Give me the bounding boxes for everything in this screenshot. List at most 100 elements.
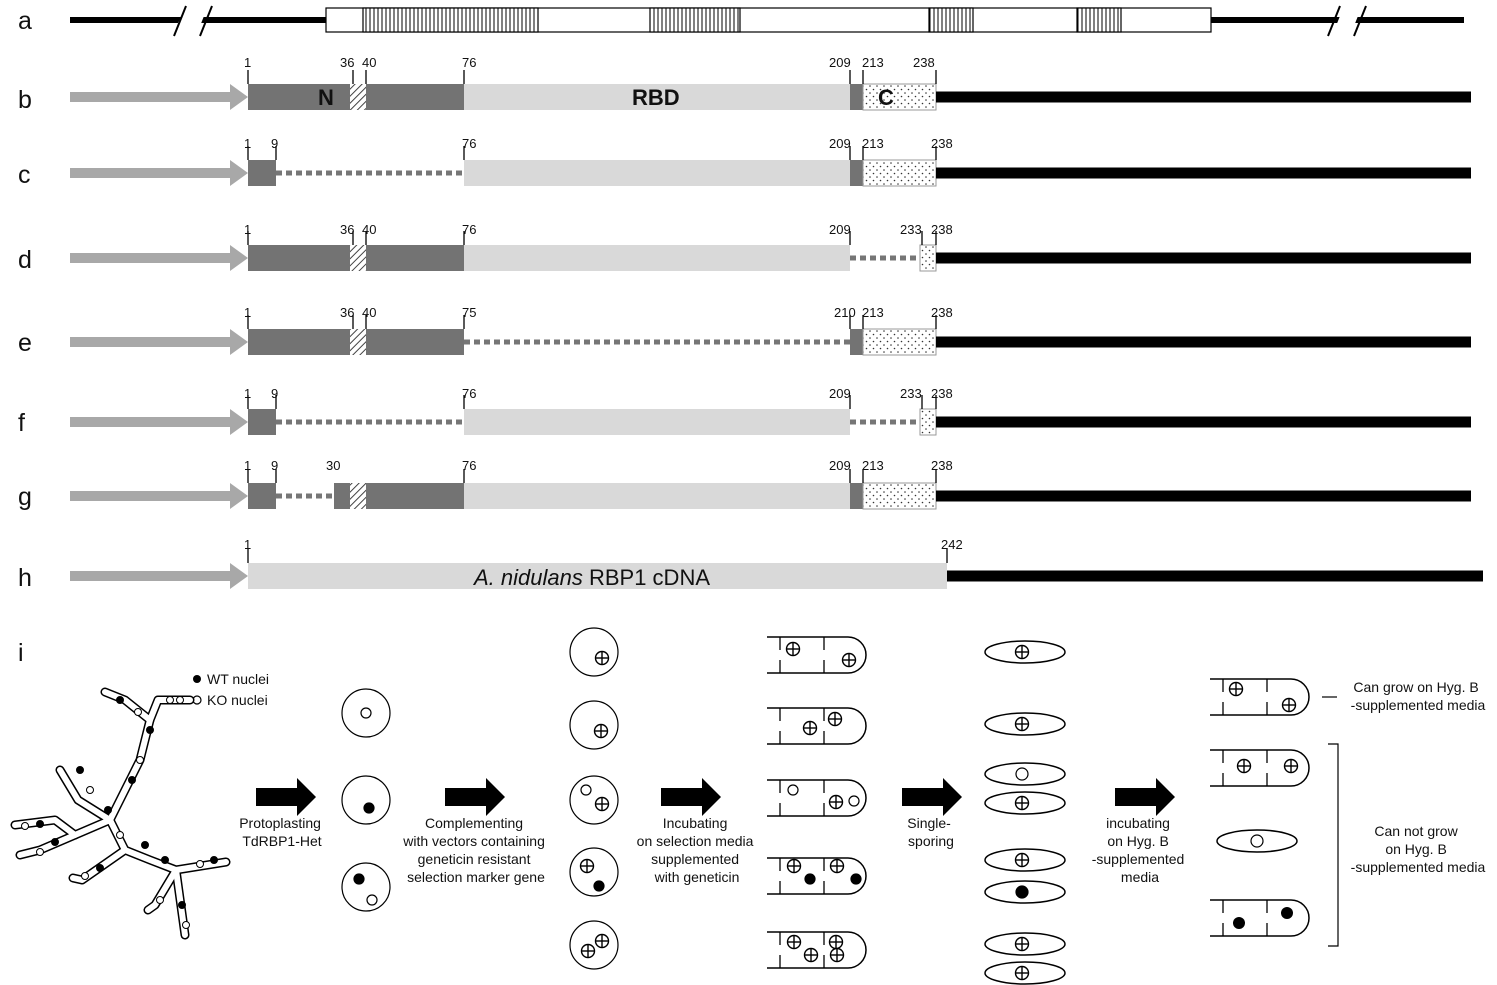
- arrow-incubating: [661, 778, 721, 816]
- tick-label: 209: [829, 136, 851, 151]
- panel-label-b: b: [18, 86, 32, 114]
- tick-label: 238: [913, 55, 935, 70]
- construct-c: 1 9 76 209 213 238: [70, 136, 1471, 187]
- linker-region: [850, 329, 863, 355]
- hyphae-inner: [12, 689, 229, 938]
- exon-4: [1076, 7, 1122, 33]
- complemented-nuclei: [579, 641, 1299, 981]
- tick-label: 76: [462, 458, 476, 473]
- hyphae-nuclei: [21, 696, 218, 929]
- cdna-label-species: A. nidulans: [472, 565, 583, 590]
- promoter-arrow: [70, 84, 248, 110]
- exon-3: [928, 7, 974, 33]
- step-single-sporing: Single- sporing: [907, 815, 954, 849]
- tick-label: 36: [340, 305, 354, 320]
- c-region: [862, 328, 937, 356]
- tick-label: 76: [462, 136, 476, 151]
- linker-region: [850, 160, 863, 186]
- wt-nucleus: [1233, 917, 1245, 929]
- hatched-motif: [350, 84, 366, 110]
- n-region: [248, 160, 276, 186]
- tick-label: 1: [244, 386, 251, 401]
- tick-label: 1: [244, 305, 251, 320]
- tick-label: 9: [271, 458, 278, 473]
- tick-label: 209: [829, 55, 851, 70]
- tick-label: 30: [326, 458, 340, 473]
- rbd-region: [464, 409, 850, 435]
- tick-label: 9: [271, 136, 278, 151]
- hyphal-nuclei-plain: [787, 784, 862, 885]
- tick-label: 213: [862, 136, 884, 151]
- step-complementing: Complementing with vectors containing ge…: [402, 815, 549, 885]
- gene-structure-a: [70, 5, 1464, 37]
- axis-break-right: [1327, 5, 1367, 37]
- hatched-motif: [350, 483, 366, 509]
- tick-label: 1: [244, 537, 251, 552]
- tick-label: 209: [829, 222, 851, 237]
- panel-label-f: f: [18, 409, 25, 437]
- promoter-arrow: [70, 245, 248, 271]
- panel-label-a: a: [18, 7, 32, 35]
- domain-label-n: N: [318, 85, 334, 110]
- hatched-motif: [350, 245, 366, 271]
- tick-label: 213: [862, 458, 884, 473]
- tick-label: 40: [362, 55, 376, 70]
- promoter-arrow: [70, 329, 248, 355]
- axis-break-left: [172, 5, 213, 37]
- tick-label: 40: [362, 305, 376, 320]
- tick-label: 76: [462, 222, 476, 237]
- tick-label: 1: [244, 458, 251, 473]
- cdna-region: [248, 563, 947, 589]
- linker-region: [850, 483, 863, 509]
- step-protoplasting: Protoplasting TdRBP1-Het: [239, 815, 325, 849]
- tick-label: 9: [271, 386, 278, 401]
- n-region: [248, 483, 276, 509]
- spore-nuclei-plain: [1015, 767, 1029, 899]
- tick-label: 36: [340, 55, 354, 70]
- tick-label: 233: [900, 222, 922, 237]
- domain-label-c: C: [878, 85, 894, 110]
- arrow-protoplasting: [256, 778, 316, 816]
- hatched-motif: [350, 329, 366, 355]
- tick-label: 75: [462, 305, 476, 320]
- panel-i: WT nuclei KO nuclei: [10, 627, 1486, 985]
- c-region: [862, 83, 937, 111]
- panel-label-i: i: [18, 639, 24, 667]
- tick-label: 238: [931, 136, 953, 151]
- step-incubating-geneticin: Incubating on selection media supplement…: [637, 815, 758, 885]
- panel-label-h: h: [18, 564, 32, 592]
- outcome-bracket: [1328, 743, 1339, 947]
- construct-h: 1 242 A. nidulans RBP1 cDNA: [70, 537, 1483, 590]
- hyphal-tips-column-2: [1210, 678, 1310, 937]
- protoplasts-column-1: [341, 688, 391, 912]
- tick-label: 1: [244, 55, 251, 70]
- exon-2: [649, 7, 741, 33]
- wt-nucleus: [1281, 907, 1293, 919]
- tick-label: 238: [931, 222, 953, 237]
- hyphae-illustration: [10, 687, 231, 940]
- promoter-arrow: [70, 409, 248, 435]
- tick-label: 238: [931, 386, 953, 401]
- tick-label: 1: [244, 222, 251, 237]
- n-region: [248, 409, 276, 435]
- tick-label: 213: [862, 305, 884, 320]
- arrow-single-sporing: [902, 778, 962, 816]
- promoter-arrow: [70, 563, 248, 589]
- legend-wt-label: WT nuclei: [207, 671, 269, 687]
- cdna-label-rest: RBP1 cDNA: [583, 565, 710, 590]
- tick-label: 209: [829, 458, 851, 473]
- arrow-hyg: [1115, 778, 1175, 816]
- tick-label: 1: [244, 136, 251, 151]
- tick-label: 242: [941, 537, 963, 552]
- domain-label-rbd: RBD: [632, 85, 680, 110]
- panel-label-d: d: [18, 246, 32, 274]
- exon-1: [362, 7, 539, 33]
- tick-label: 238: [931, 458, 953, 473]
- promoter-arrow: [70, 483, 248, 509]
- outcome-can-grow: Can grow on Hyg. B -supplemented media: [1351, 679, 1486, 713]
- panel-label-g: g: [18, 483, 32, 511]
- legend-ko-label: KO nuclei: [207, 692, 268, 708]
- construct-b: N RBD C 1 36 40 76 209 213 238: [70, 55, 1471, 111]
- linker-region: [850, 84, 863, 110]
- tick-label: 210: [834, 305, 856, 320]
